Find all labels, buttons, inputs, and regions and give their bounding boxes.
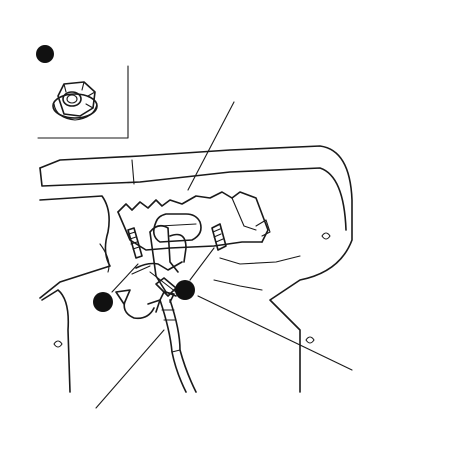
bolt-left <box>127 227 143 259</box>
leader-bottom-left <box>95 329 165 409</box>
inset-border <box>37 65 129 139</box>
curved-arrow-icon <box>115 289 161 320</box>
flange-nut-icon <box>52 81 98 121</box>
callout-marker-right-icon <box>175 280 195 300</box>
leader-right <box>197 295 353 371</box>
cable <box>159 291 197 393</box>
leader-bolt-right <box>189 247 215 281</box>
callout-marker-left-icon <box>93 292 113 312</box>
leader-bolt-left <box>111 263 139 293</box>
legend-marker-icon <box>36 45 54 63</box>
bolt-right <box>211 223 227 251</box>
latch-bracket <box>117 191 271 251</box>
body-panel <box>39 145 353 393</box>
leader-top <box>187 101 235 191</box>
inset-panel <box>36 45 129 139</box>
leader-lines <box>95 101 353 409</box>
